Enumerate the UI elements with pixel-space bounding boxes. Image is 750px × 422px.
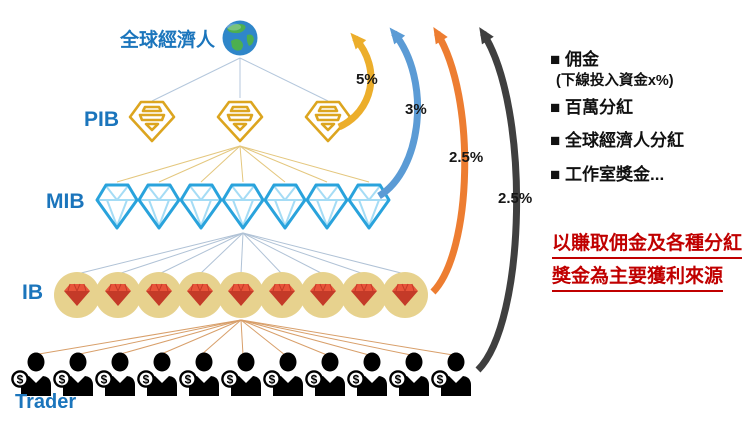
gold-gem-icon bbox=[128, 100, 176, 143]
trader-person-icon: $ bbox=[263, 352, 303, 396]
legend-item-commission: ■ 佣金 bbox=[550, 45, 599, 70]
dollar-glyph: $ bbox=[185, 373, 192, 387]
dollar-glyph: $ bbox=[437, 373, 444, 387]
blue-gem-icon bbox=[347, 183, 391, 230]
dollar-glyph: $ bbox=[143, 373, 150, 387]
legend-item-label: 工作室獎金... bbox=[565, 165, 665, 184]
bullet-square-icon: ■ bbox=[550, 98, 561, 117]
bullet-square-icon: ■ bbox=[550, 165, 561, 184]
level-label-mib: MIB bbox=[46, 190, 85, 213]
legend-item-million-bonus: ■ 百萬分紅 bbox=[550, 93, 633, 118]
trader-person-icon: $ bbox=[305, 352, 345, 396]
red-gem-coin-icon bbox=[136, 272, 182, 318]
legend-item-label: 百萬分紅 bbox=[565, 98, 634, 117]
blue-gem-icon bbox=[137, 183, 181, 230]
row-trader: $ $ $ $ $ $ $ $ bbox=[10, 352, 476, 396]
globe-icon bbox=[222, 20, 258, 56]
blue-gem-icon bbox=[95, 183, 139, 230]
red-gem-coin-icon bbox=[259, 272, 305, 318]
trader-person-icon: $ bbox=[347, 352, 387, 396]
red-gem-coin-icon bbox=[341, 272, 387, 318]
legend-item-label: 全球經濟人分紅 bbox=[565, 131, 685, 150]
dollar-glyph: $ bbox=[59, 373, 66, 387]
trader-person-icon: $ bbox=[431, 352, 471, 396]
level-label-trader: Trader bbox=[15, 391, 77, 413]
profit-note-line-2: 獎金為主要獲利來源 bbox=[552, 261, 724, 292]
trader-person-icon: $ bbox=[95, 352, 135, 396]
arrow-percent-mib: 3% bbox=[405, 101, 427, 118]
red-gem-coin-icon bbox=[218, 272, 264, 318]
red-gem-coin-icon bbox=[95, 272, 141, 318]
legend-item-global-bonus: ■ 全球經濟人分紅 bbox=[550, 126, 684, 151]
trader-person-icon: $ bbox=[179, 352, 219, 396]
trader-person-icon: $ bbox=[221, 352, 261, 396]
red-gem-coin-icon bbox=[54, 272, 100, 318]
blue-gem-icon bbox=[263, 183, 307, 230]
arrow-percent-pib: 5% bbox=[356, 71, 378, 88]
dollar-glyph: $ bbox=[227, 373, 234, 387]
bullet-square-icon: ■ bbox=[550, 131, 561, 150]
trader-person-icon: $ bbox=[53, 352, 93, 396]
blue-gem-icon bbox=[221, 183, 265, 230]
row-ib bbox=[54, 272, 428, 318]
red-gem-coin-icon bbox=[177, 272, 223, 318]
root-label: 全球經濟人 bbox=[120, 30, 216, 51]
dollar-glyph: $ bbox=[17, 373, 24, 387]
row-mib bbox=[94, 181, 392, 231]
dollar-glyph: $ bbox=[395, 373, 402, 387]
legend-item-label: 佣金 bbox=[565, 50, 600, 69]
trader-person-icon: $ bbox=[137, 352, 177, 396]
trader-person-icon: $ bbox=[11, 352, 51, 396]
arrow-percent-trader: 2.5% bbox=[498, 190, 533, 207]
arrow-percent-ib: 2.5% bbox=[449, 149, 484, 166]
dollar-glyph: $ bbox=[101, 373, 108, 387]
level-label-ib: IB bbox=[22, 281, 43, 304]
red-gem-coin-icon bbox=[382, 272, 428, 318]
legend-item-commission-sub: (下線投入資金x%) bbox=[556, 73, 674, 89]
trader-person-icon: $ bbox=[389, 352, 429, 396]
gold-gem-icon bbox=[304, 100, 352, 143]
dollar-glyph: $ bbox=[353, 373, 360, 387]
blue-gem-icon bbox=[179, 183, 223, 230]
row-pib bbox=[127, 98, 353, 144]
dollar-glyph: $ bbox=[311, 373, 318, 387]
red-gem-coin-icon bbox=[300, 272, 346, 318]
level-label-pib: PIB bbox=[84, 108, 120, 131]
profit-note-line-1: 以賺取佣金及各種分紅 bbox=[552, 228, 743, 259]
bullet-square-icon: ■ bbox=[550, 50, 561, 69]
legend-item-studio-bonus: ■ 工作室獎金... bbox=[550, 160, 664, 185]
dollar-glyph: $ bbox=[269, 373, 276, 387]
gold-gem-icon bbox=[216, 100, 264, 143]
blue-gem-icon bbox=[305, 183, 349, 230]
